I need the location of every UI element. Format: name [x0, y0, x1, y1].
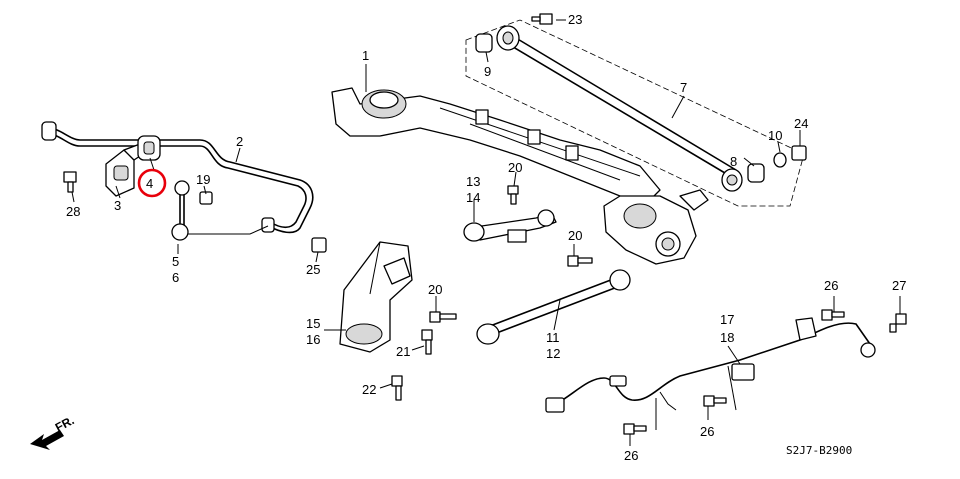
front-direction-indicator: FR.: [30, 413, 76, 450]
bolt-26-a: [821, 309, 845, 321]
leader-lines: [71, 19, 901, 446]
part-label-23: 23: [568, 12, 582, 27]
abs-sensor-harness: [545, 317, 876, 413]
part-label-22: 22: [362, 382, 376, 397]
part-label-26-b: 26: [700, 424, 714, 439]
front-arrow-icon: [30, 430, 64, 450]
bolt-26-b: [703, 395, 727, 407]
trailing-arm-7: [496, 25, 743, 192]
bolt-20-bracket: [429, 311, 457, 323]
part-label-13: 13: [466, 174, 480, 189]
bracket-15-16: [339, 241, 413, 353]
upper-arm: [463, 209, 557, 243]
part-label-9: 9: [484, 64, 491, 79]
part-label-1: 1: [362, 48, 369, 63]
nut-24: [791, 145, 807, 161]
part-label-26-c: 26: [624, 448, 638, 463]
part-label-8: 8: [730, 154, 737, 169]
bolt-28: [63, 171, 77, 193]
part-label-7: 7: [680, 80, 687, 95]
part-label-10: 10: [768, 128, 782, 143]
part-label-21: 21: [396, 344, 410, 359]
lower-arm: [476, 269, 631, 345]
part-label-27: 27: [892, 278, 906, 293]
part-label-20-c: 20: [428, 282, 442, 297]
front-label: FR.: [53, 413, 77, 434]
part-label-16: 16: [306, 332, 320, 347]
part-label-24: 24: [794, 116, 808, 131]
bolt-27: [889, 313, 907, 333]
part-label-15: 15: [306, 316, 320, 331]
stabilizer-holder-3: [105, 143, 147, 197]
bolt-23: [531, 13, 553, 25]
bushing-4: [137, 135, 161, 161]
trailing-arm-dash-box: [465, 19, 805, 207]
part-label-5: 5: [172, 254, 179, 269]
part-label-11: 11: [546, 330, 560, 345]
part-label-19: 19: [196, 172, 210, 187]
part-label-4: 4: [146, 176, 153, 191]
bushing-8: [747, 163, 765, 183]
stabilizer-link: [171, 180, 269, 241]
bolt-20-upper: [507, 185, 519, 205]
part-label-2: 2: [236, 134, 243, 149]
part-label-28: 28: [66, 204, 80, 219]
bolt-26-c: [623, 423, 647, 435]
part-label-18: 18: [720, 330, 734, 345]
part-label-20-a: 20: [508, 160, 522, 175]
washer-10: [773, 152, 787, 168]
part-label-6: 6: [172, 270, 179, 285]
part-label-14: 14: [466, 190, 480, 205]
bolt-20-lower: [567, 255, 593, 267]
part-label-26-a: 26: [824, 278, 838, 293]
bolt-22: [391, 375, 403, 401]
diagram-code: S2J7-B2900: [786, 444, 852, 457]
part-label-12: 12: [546, 346, 560, 361]
bolt-21: [421, 329, 433, 355]
nut-25: [311, 237, 327, 253]
part-number-labels: 1 2 3 4 5 6 7 8 9 10 11 12 13 14 15 16 1…: [66, 12, 906, 463]
part-label-17: 17: [720, 312, 734, 327]
part-label-25: 25: [306, 262, 320, 277]
stabilizer-bar: [41, 121, 314, 234]
knuckle-hub: [603, 189, 709, 265]
bushing-9: [475, 33, 493, 53]
part-label-20-b: 20: [568, 228, 582, 243]
highlight-circle: [137, 168, 167, 198]
rear-axle-beam: [331, 87, 661, 201]
part-label-3: 3: [114, 198, 121, 213]
